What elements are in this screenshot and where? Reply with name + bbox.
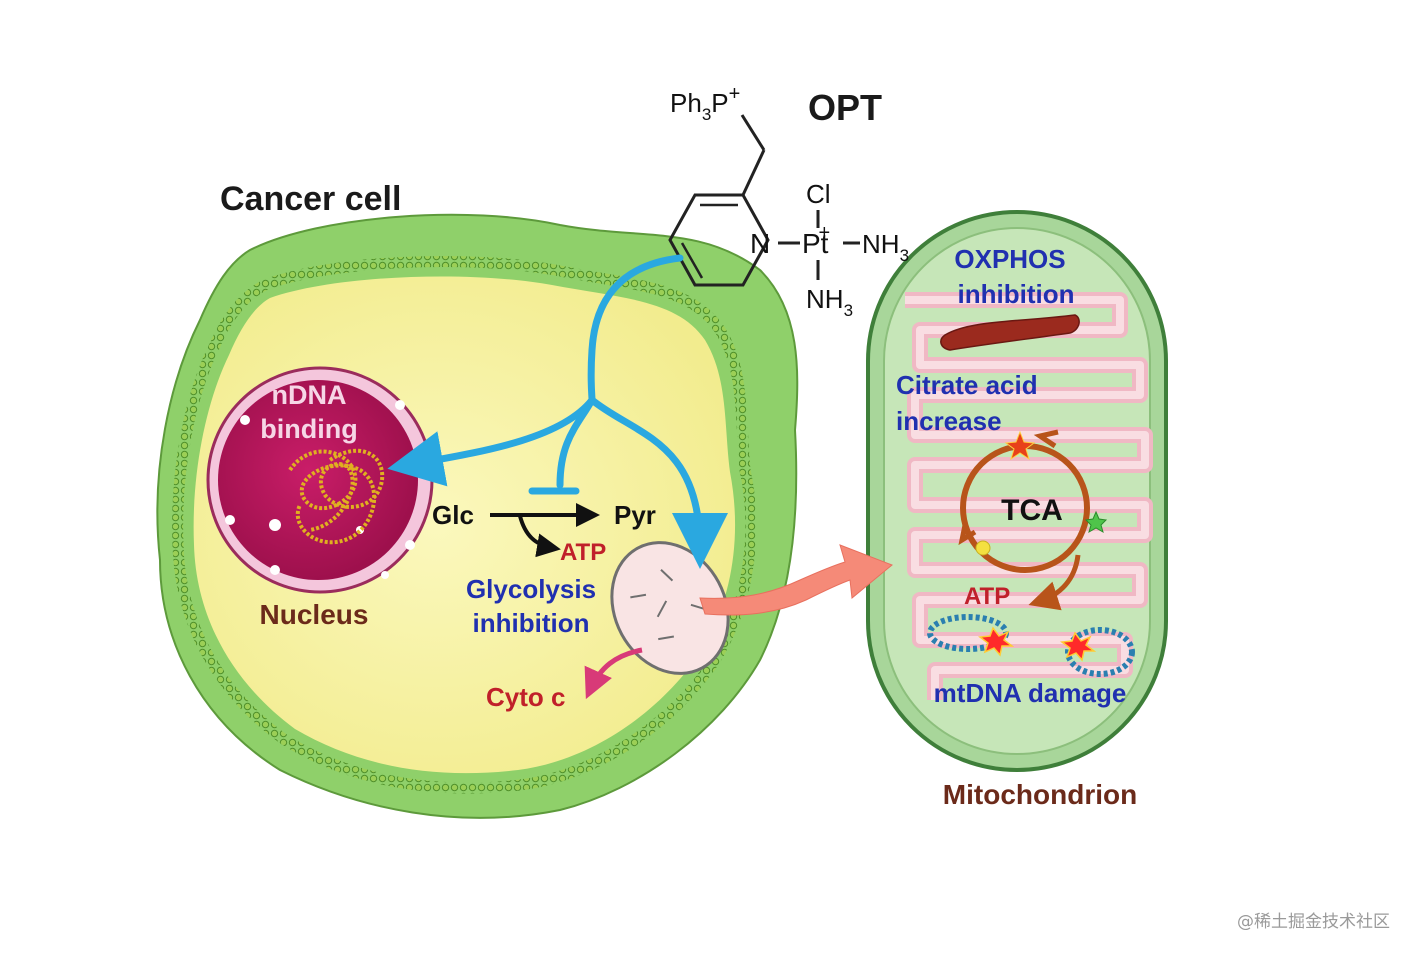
tca-cycle [958,429,1108,611]
n-atom-label: N [750,228,770,259]
drug-arrows [387,254,728,569]
cell-mitochondrion-body [610,541,730,675]
glc-label: Glc [432,500,474,530]
yellow-dot [975,540,991,556]
mitochondrion [866,210,1168,772]
nh3-right-label: NH3 [862,229,909,265]
oxphos-label-1: OXPHOS [954,244,1065,274]
damage-burst-right [1060,631,1097,662]
cyto-c-arrow [584,647,643,700]
cyto-c-label: Cyto c [486,682,565,712]
nucleus [206,366,434,594]
arrow-to-nucleus [387,396,596,487]
cancer-cell-label: Cancer cell [220,180,401,218]
zoom-arrow [699,544,893,616]
opt-label: OPT [808,87,882,128]
opt-molecule [668,114,860,287]
arrow-to-mitochondrion [588,396,728,569]
tca-to-atp-arrow [1028,554,1081,611]
nh3-bottom-label: NH3 [806,284,853,320]
chromatin-dna [288,448,385,545]
cl-label: Cl [806,179,831,209]
citrate-label-2: increase [896,406,1002,436]
atp-mito-label: ATP [964,583,1010,610]
tca-label: TCA [1001,494,1063,527]
mtdna-damage-label: mtDNA damage [934,678,1127,708]
cell-mitochondrion [610,541,730,675]
pt-atom-label: Pt+ [802,222,830,259]
glycolysis-arrows [490,503,600,558]
oxphos-label-2: inhibition [958,279,1075,309]
oxphos-protein [940,314,1080,351]
green-star [1084,510,1108,534]
pyr-label: Pyr [614,500,656,530]
ch2-bond-2 [740,114,766,151]
glycolysis-label-1: Glycolysis [466,574,596,604]
watermark: @稀土掘金技术社区 [1237,912,1390,932]
glc-to-atp-arrow [518,515,561,558]
ph3p-label: Ph3P+ [670,83,740,124]
inhibit-glycolysis [556,396,596,489]
mitochondrion-label: Mitochondrion [943,779,1137,810]
ndna-label-2: binding [260,414,357,444]
ch2-bond-1 [741,149,766,196]
citrate-label-1: Citrate acid [896,370,1038,400]
citrate-star [1004,430,1036,461]
ndna-label-1: nDNA [272,380,347,410]
atp-cytosol-label: ATP [560,539,606,566]
glycolysis-label-2: inhibition [473,608,590,638]
damage-burst-left [978,626,1015,657]
nucleus-interior [218,380,418,580]
nucleus-label: Nucleus [260,599,369,630]
arrow-trunk [587,254,684,404]
